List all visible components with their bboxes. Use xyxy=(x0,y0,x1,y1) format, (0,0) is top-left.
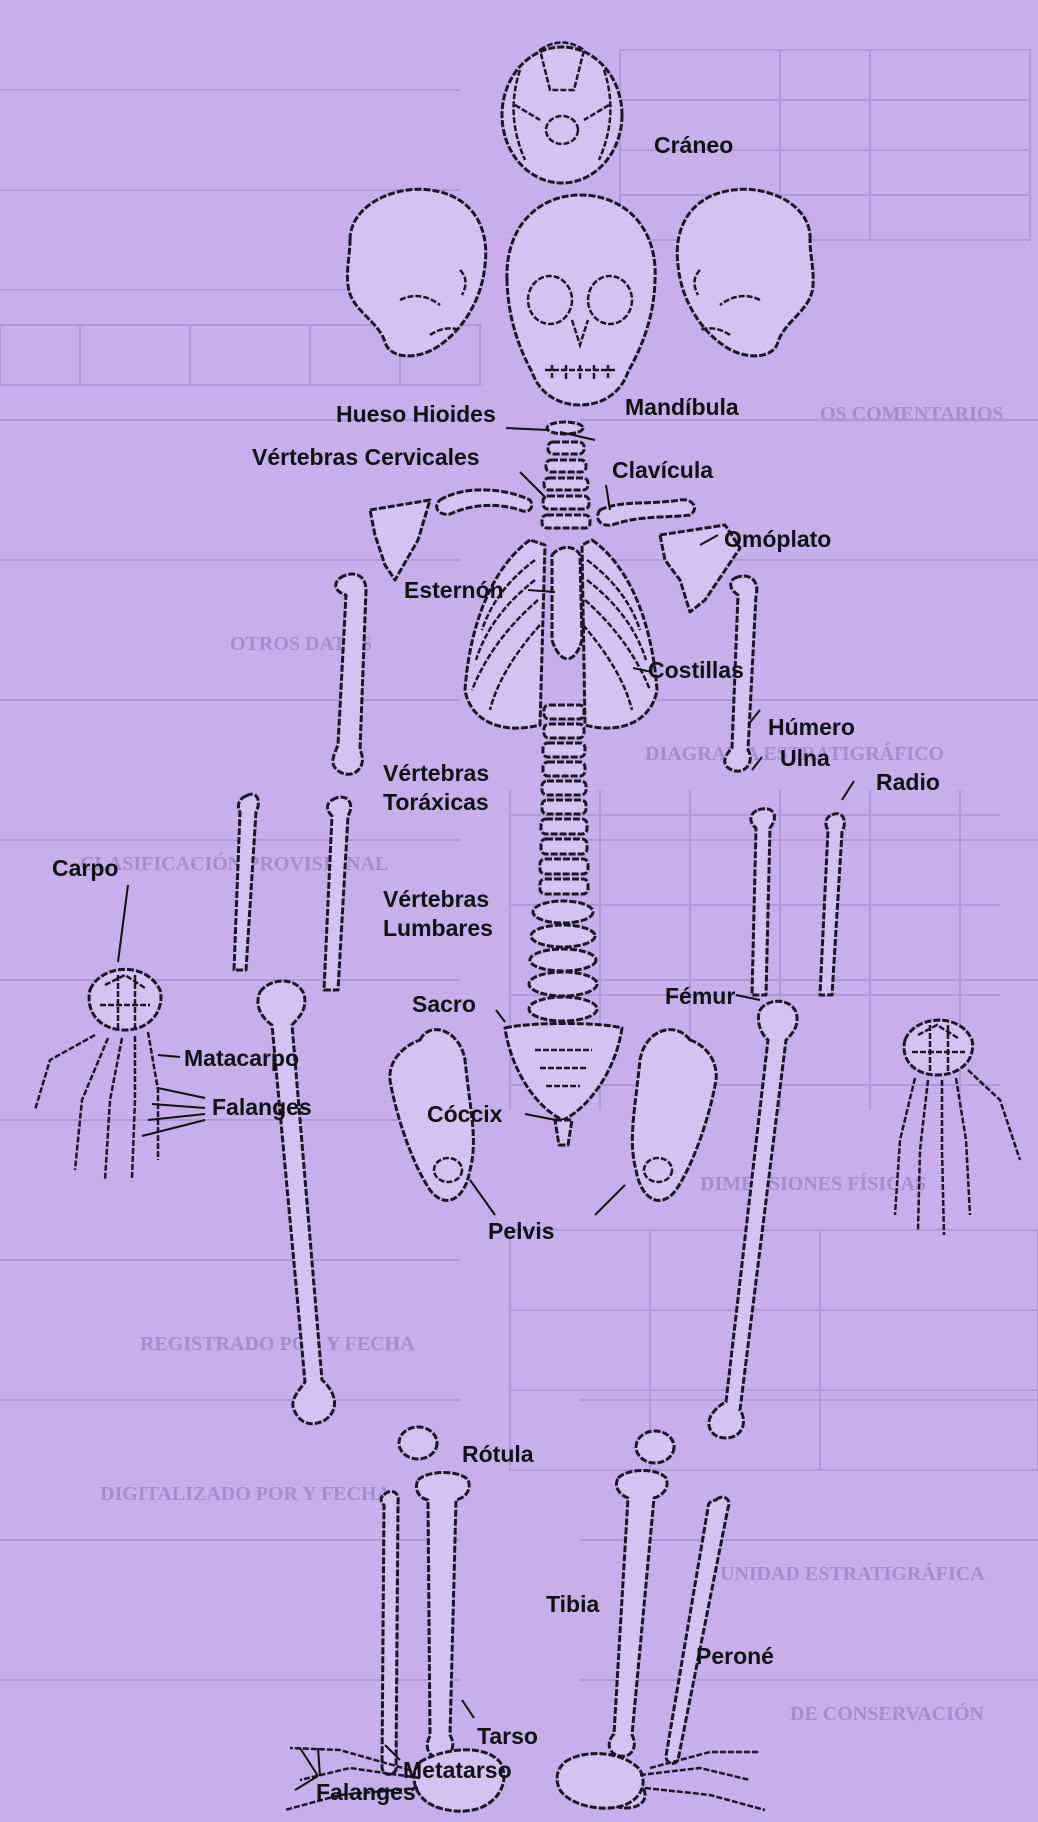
label-craneo: Cráneo xyxy=(654,131,733,159)
label-vertebras-lumbares-2: Lumbares xyxy=(383,914,493,942)
label-esternon: Esternón xyxy=(404,576,504,604)
label-sacro: Sacro xyxy=(412,990,476,1018)
label-falanges-pie: Falanges xyxy=(316,1778,416,1806)
label-carpo: Carpo xyxy=(52,854,118,882)
svg-text:DE CONSERVACIÓN: DE CONSERVACIÓN xyxy=(790,1701,985,1725)
label-hueso-hioides: Hueso Hioides xyxy=(336,400,496,428)
label-radio: Radio xyxy=(876,768,940,796)
label-tarso: Tarso xyxy=(477,1722,538,1750)
svg-text:DIMENSIONES FÍSICAS: DIMENSIONES FÍSICAS xyxy=(700,1172,926,1195)
label-vertebras-toraxicas-1: Vértebras xyxy=(383,759,489,787)
patellae xyxy=(399,1427,674,1463)
label-rotula: Rótula xyxy=(462,1440,534,1468)
skull-left-profile xyxy=(347,189,485,356)
label-falanges-mano: Falanges xyxy=(212,1093,312,1121)
label-femur: Fémur xyxy=(665,982,735,1010)
svg-text:REGISTRADO POR Y FECHA: REGISTRADO POR Y FECHA xyxy=(140,1333,415,1355)
label-mandibula: Mandíbula xyxy=(625,393,739,421)
skull-base-view xyxy=(502,43,622,184)
label-clavicula: Clavícula xyxy=(612,456,713,484)
label-metatarso: Metatarso xyxy=(403,1756,512,1784)
label-pelvis: Pelvis xyxy=(488,1217,555,1245)
label-coccix: Cóccix xyxy=(427,1100,502,1128)
label-costillas: Costillas xyxy=(648,656,744,684)
label-omoplato: Omóplato xyxy=(724,525,831,553)
label-humero: Húmero xyxy=(768,713,855,741)
label-matacarpo: Matacarpo xyxy=(184,1044,299,1072)
right-hand xyxy=(895,1020,1020,1235)
label-perone: Peroné xyxy=(696,1642,774,1670)
label-ulna: Ulna xyxy=(780,744,830,772)
rib-cage xyxy=(465,540,657,728)
label-tibia: Tibia xyxy=(546,1590,599,1618)
lower-legs xyxy=(381,1471,729,1775)
svg-text:UNIDAD ESTRATIGRÁFICA: UNIDAD ESTRATIGRÁFICA xyxy=(720,1562,985,1585)
right-foot xyxy=(557,1752,765,1810)
right-arm-bones xyxy=(725,576,845,995)
skull-front xyxy=(507,195,655,405)
label-vertebras-toraxicas-2: Toráxicas xyxy=(383,788,489,816)
svg-text:DIGITALIZADO POR Y FECHA: DIGITALIZADO POR Y FECHA xyxy=(100,1483,392,1505)
label-vertebras-cervicales: Vértebras Cervicales xyxy=(252,443,480,471)
spine xyxy=(505,705,622,1145)
label-vertebras-lumbares-1: Vértebras xyxy=(383,885,489,913)
svg-text:OS COMENTARIOS: OS COMENTARIOS xyxy=(820,403,1004,425)
left-hand xyxy=(35,969,161,1180)
skull-right-profile xyxy=(677,189,813,356)
